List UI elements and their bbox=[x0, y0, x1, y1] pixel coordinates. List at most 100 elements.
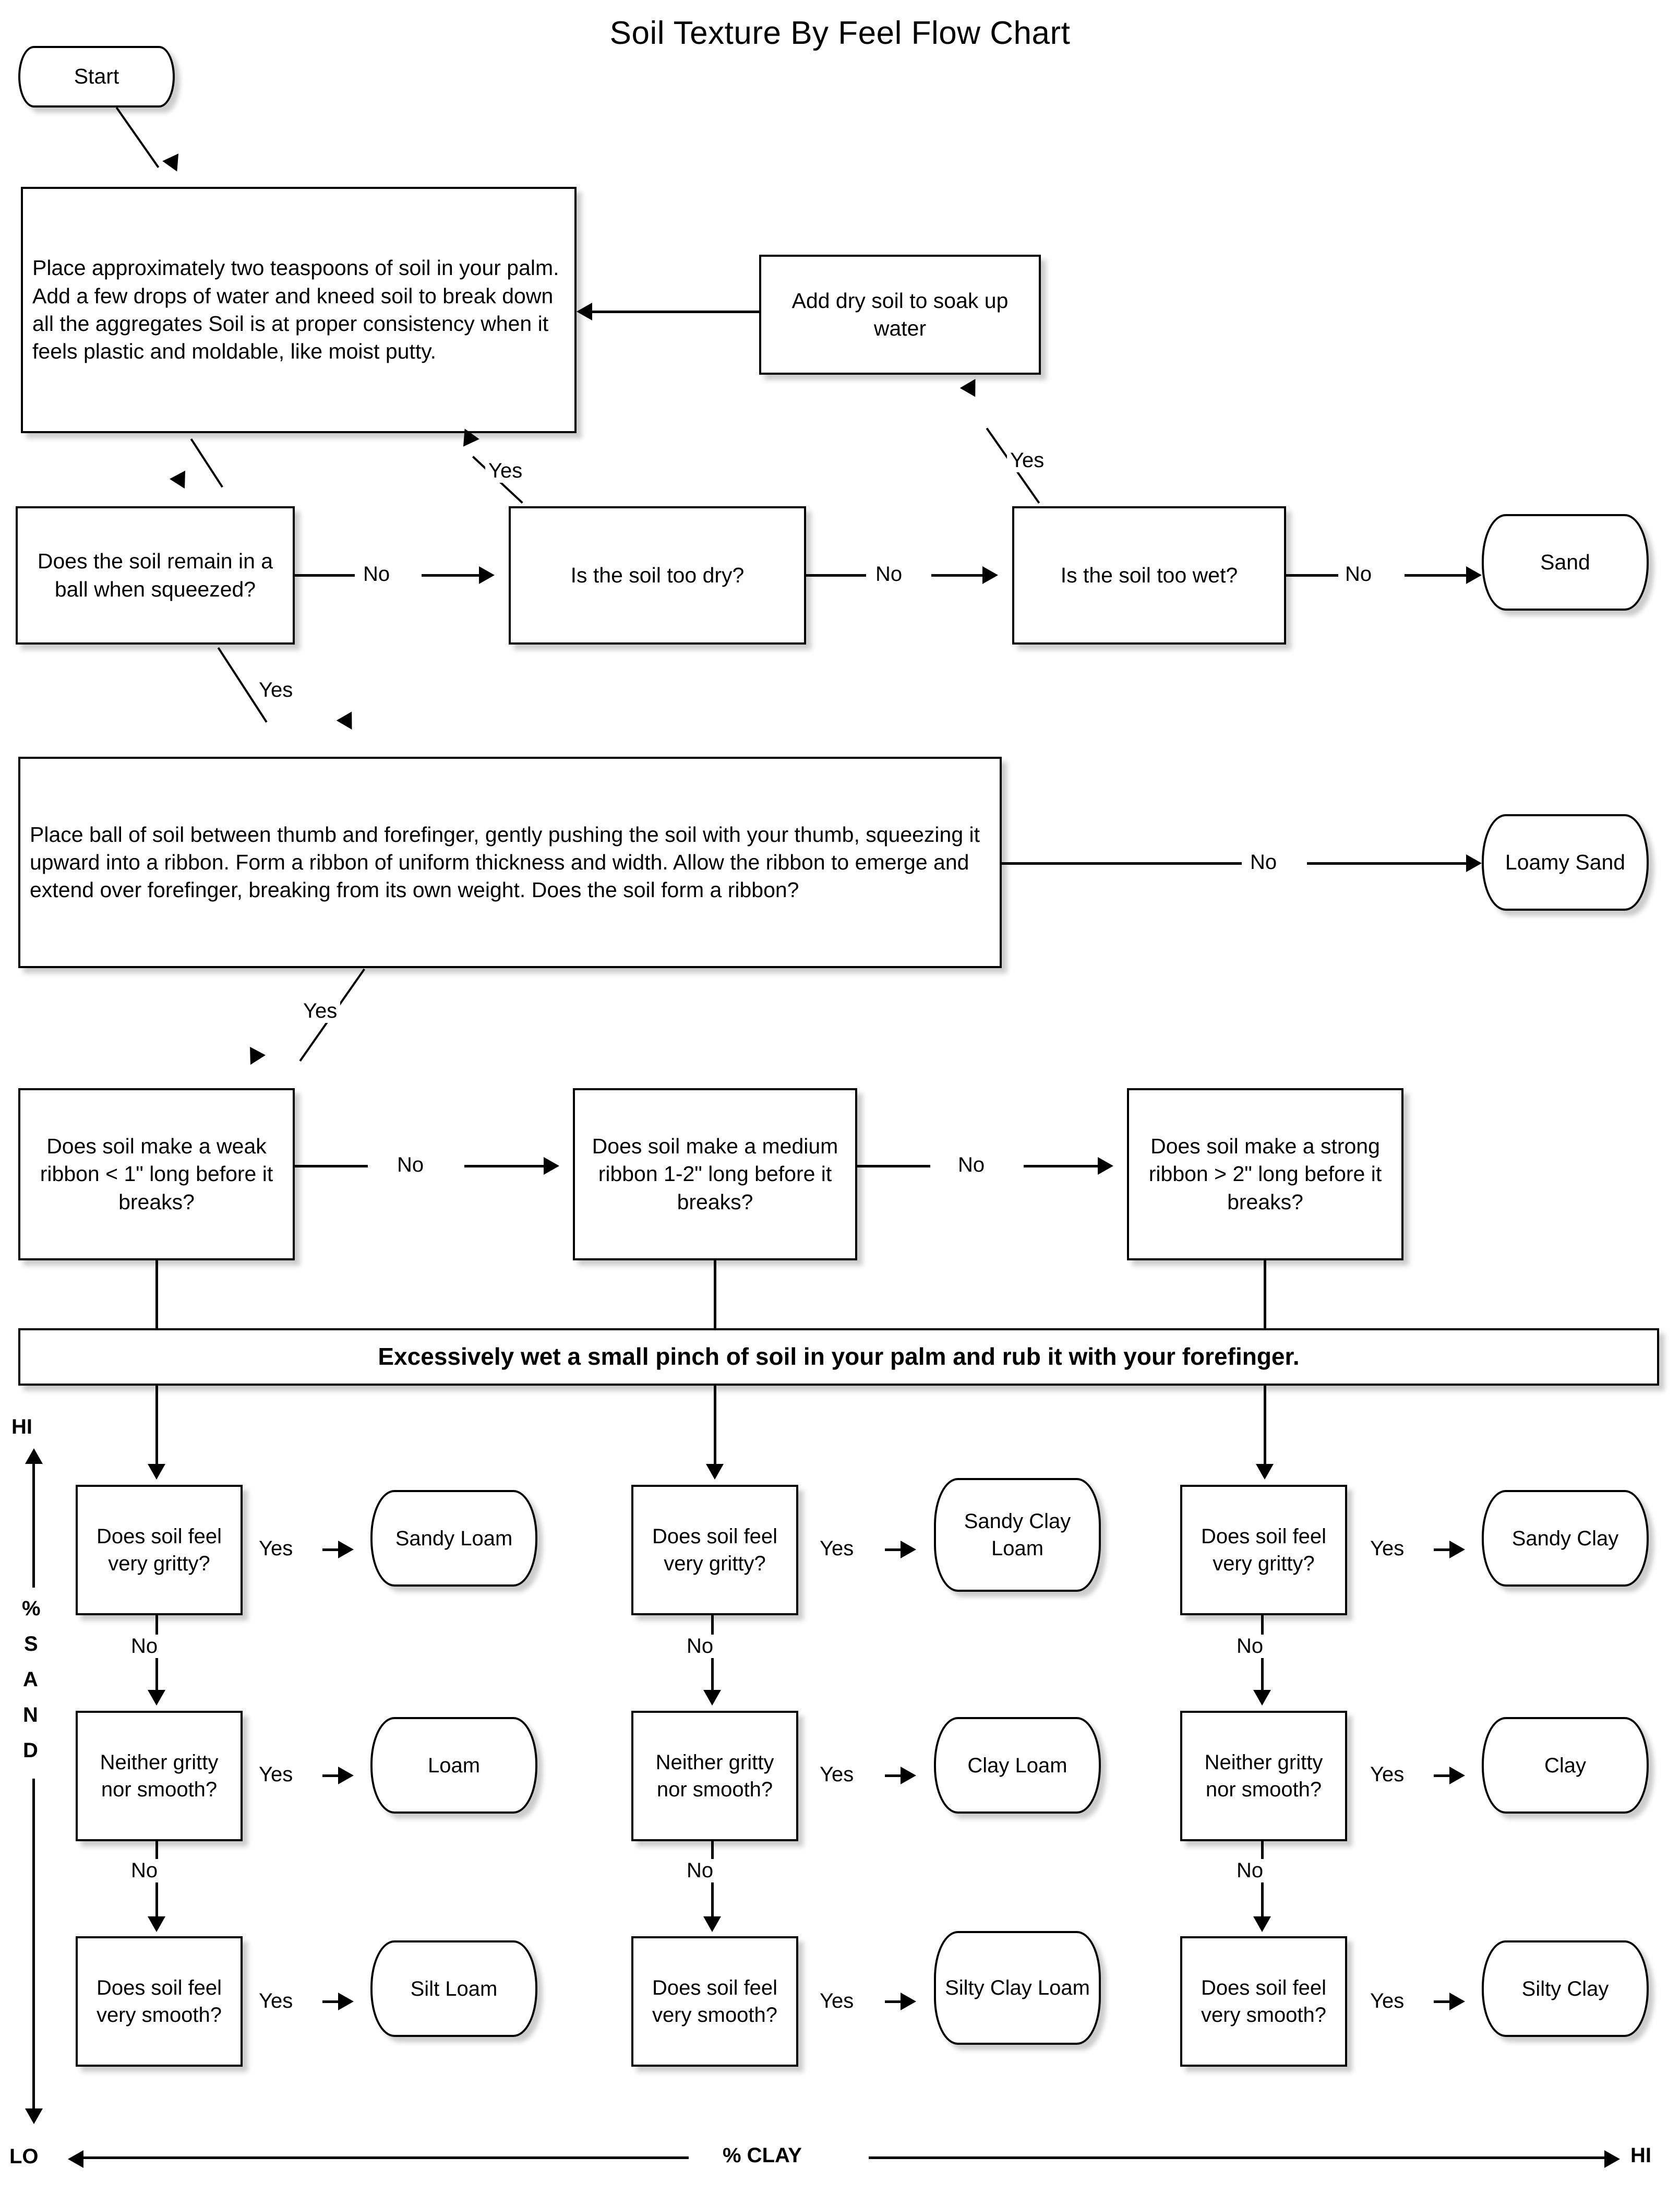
edge-banner-to-gritty2-arrowhead bbox=[706, 1464, 724, 1480]
node-smooth-2[interactable]: Does soil feel very smooth? bbox=[631, 1936, 798, 2067]
node-ball-test[interactable]: Does the soil remain in a ball when sque… bbox=[16, 506, 295, 645]
axis-clay-hi-label: HI bbox=[1630, 2144, 1651, 2167]
edge-step1-to-ball bbox=[190, 438, 223, 488]
node-too-wet[interactable]: Is the soil too wet? bbox=[1012, 506, 1286, 645]
node-clay-loam-label: Clay Loam bbox=[967, 1754, 1067, 1777]
node-too-dry-label: Is the soil too dry? bbox=[570, 563, 745, 587]
edge-banner-to-gritty1 bbox=[155, 1386, 158, 1467]
node-add-dry-soil[interactable]: Add dry soil to soak up water bbox=[759, 255, 1041, 375]
edge-start-to-step1-arrowhead bbox=[162, 153, 185, 175]
node-wet-pinch-banner[interactable]: Excessively wet a small pinch of soil in… bbox=[18, 1328, 1659, 1386]
node-step1[interactable]: Place approximately two teaspoons of soi… bbox=[21, 187, 577, 433]
edge-ball-to-dry-arrowhead bbox=[479, 566, 495, 584]
node-ribbon-step-label: Place ball of soil between thumb and for… bbox=[30, 822, 980, 902]
node-weak-ribbon-label: Does soil make a weak ribbon < 1" long b… bbox=[40, 1134, 273, 1214]
node-neither-2[interactable]: Neither gritty nor smooth? bbox=[631, 1711, 798, 1841]
edge-weak-down-to-banner bbox=[155, 1260, 158, 1336]
node-sand[interactable]: Sand bbox=[1482, 514, 1649, 611]
edge-label-neither3-yes: Yes bbox=[1367, 1763, 1408, 1786]
node-neither-1[interactable]: Neither gritty nor smooth? bbox=[76, 1711, 243, 1841]
node-smooth-3-label: Does soil feel very smooth? bbox=[1201, 1976, 1327, 2027]
edge-ribbon-no-line bbox=[1002, 862, 1242, 865]
edge-label-smooth2-yes: Yes bbox=[817, 1989, 857, 2013]
node-neither-3[interactable]: Neither gritty nor smooth? bbox=[1180, 1711, 1347, 1841]
node-clay-label: Clay bbox=[1544, 1754, 1587, 1777]
node-gritty-1-label: Does soil feel very gritty? bbox=[96, 1525, 222, 1575]
node-loam[interactable]: Loam bbox=[370, 1717, 537, 1814]
edge-neither2-yes-line bbox=[885, 1774, 902, 1777]
edge-dry-to-wet-arrowhead bbox=[982, 566, 998, 584]
node-gritty-3[interactable]: Does soil feel very gritty? bbox=[1180, 1485, 1347, 1615]
edge-smooth2-yes-line bbox=[885, 2000, 902, 2003]
edge-dry-to-wet-line bbox=[806, 574, 866, 577]
axis-sand-char-0: % bbox=[22, 1597, 41, 1620]
edge-label-dry-yes: Yes bbox=[485, 459, 526, 483]
edge-smooth1-yes-line bbox=[322, 2000, 339, 2003]
node-strong-ribbon[interactable]: Does soil make a strong ribbon > 2" long… bbox=[1127, 1088, 1403, 1260]
edge-label-medium-no: No bbox=[955, 1153, 988, 1177]
node-sandy-clay-loam[interactable]: Sandy Clay Loam bbox=[934, 1478, 1101, 1592]
node-step1-label: Place approximately two teaspoons of soi… bbox=[32, 256, 559, 364]
edge-ball-to-dry-line bbox=[295, 574, 355, 577]
node-sandy-clay-loam-label: Sandy Clay Loam bbox=[964, 1510, 1071, 1560]
node-smooth-2-label: Does soil feel very smooth? bbox=[652, 1976, 778, 2027]
page-title: Soil Texture By Feel Flow Chart bbox=[609, 15, 1071, 51]
node-add-dry-soil-label: Add dry soil to soak up water bbox=[791, 288, 1009, 340]
node-sandy-clay-label: Sandy Clay bbox=[1511, 1527, 1619, 1550]
edge-smooth3-yes-line bbox=[1434, 2000, 1450, 2003]
node-weak-ribbon[interactable]: Does soil make a weak ribbon < 1" long b… bbox=[18, 1088, 295, 1260]
node-sandy-clay[interactable]: Sandy Clay bbox=[1482, 1490, 1649, 1587]
edge-neither3-yes-line bbox=[1434, 1774, 1450, 1777]
axis-clay-label: % CLAY bbox=[723, 2144, 802, 2167]
edge-label-wet-yes: Yes bbox=[1007, 449, 1048, 472]
edge-neither1-yes-line bbox=[322, 1774, 339, 1777]
edge-neither3-no-arrowhead bbox=[1253, 1916, 1271, 1932]
node-medium-ribbon-label: Does soil make a medium ribbon 1-2" long… bbox=[592, 1134, 838, 1214]
edge-ribbon-no-line2 bbox=[1307, 862, 1466, 865]
edge-strong-down-to-banner bbox=[1264, 1260, 1266, 1336]
node-clay-loam[interactable]: Clay Loam bbox=[934, 1717, 1101, 1814]
node-ribbon-step[interactable]: Place ball of soil between thumb and for… bbox=[18, 757, 1002, 968]
edge-wet-yes-arrowhead bbox=[959, 374, 983, 397]
axis-sand-char-3: N bbox=[23, 1703, 38, 1726]
edge-label-ball-no: No bbox=[360, 563, 393, 586]
edge-wet-to-sand-arrowhead bbox=[1466, 566, 1482, 584]
edge-label-neither1-no: No bbox=[128, 1859, 161, 1882]
edge-gritty3-yes-line bbox=[1434, 1548, 1450, 1551]
edge-medium-no-line2 bbox=[1024, 1165, 1098, 1167]
node-neither-2-label: Neither gritty nor smooth? bbox=[655, 1751, 774, 1801]
node-loamy-sand[interactable]: Loamy Sand bbox=[1482, 814, 1649, 911]
edge-banner-to-gritty2 bbox=[714, 1386, 716, 1467]
edge-label-gritty3-yes: Yes bbox=[1367, 1537, 1408, 1560]
node-start-label: Start bbox=[74, 64, 119, 89]
edge-gritty2-yes-arrowhead bbox=[901, 1541, 916, 1558]
node-gritty-1[interactable]: Does soil feel very gritty? bbox=[76, 1485, 243, 1615]
edge-label-gritty1-no: No bbox=[128, 1635, 161, 1658]
node-silt-loam[interactable]: Silt Loam bbox=[370, 1940, 537, 2037]
node-silty-clay[interactable]: Silty Clay bbox=[1482, 1940, 1649, 2037]
edge-smooth1-yes-arrowhead bbox=[338, 1993, 354, 2010]
edge-label-gritty2-yes: Yes bbox=[817, 1537, 857, 1560]
node-smooth-1[interactable]: Does soil feel very smooth? bbox=[76, 1936, 243, 2067]
node-silty-clay-label: Silty Clay bbox=[1521, 1977, 1609, 2000]
axis-sand-line-lower bbox=[32, 1779, 35, 2113]
node-silty-clay-loam[interactable]: Silty Clay Loam bbox=[934, 1931, 1101, 2045]
node-gritty-2[interactable]: Does soil feel very gritty? bbox=[631, 1485, 798, 1615]
edge-banner-to-gritty3-arrowhead bbox=[1256, 1464, 1274, 1480]
edge-banner-to-gritty3 bbox=[1264, 1386, 1266, 1467]
node-start[interactable]: Start bbox=[18, 46, 175, 108]
node-silty-clay-loam-label: Silty Clay Loam bbox=[945, 1976, 1090, 1999]
node-sand-label: Sand bbox=[1540, 550, 1590, 574]
axis-sand-hi-label: HI bbox=[11, 1415, 32, 1438]
node-smooth-3[interactable]: Does soil feel very smooth? bbox=[1180, 1936, 1347, 2067]
edge-gritty1-yes-line bbox=[322, 1548, 339, 1551]
node-medium-ribbon[interactable]: Does soil make a medium ribbon 1-2" long… bbox=[573, 1088, 857, 1260]
node-ball-test-label: Does the soil remain in a ball when sque… bbox=[37, 549, 273, 601]
node-sandy-loam[interactable]: Sandy Loam bbox=[370, 1490, 537, 1587]
axis-clay-line-right bbox=[869, 2156, 1604, 2159]
edge-medium-no-line bbox=[857, 1165, 930, 1167]
node-neither-1-label: Neither gritty nor smooth? bbox=[100, 1751, 219, 1801]
node-clay[interactable]: Clay bbox=[1482, 1717, 1649, 1814]
node-too-dry[interactable]: Is the soil too dry? bbox=[509, 506, 806, 645]
